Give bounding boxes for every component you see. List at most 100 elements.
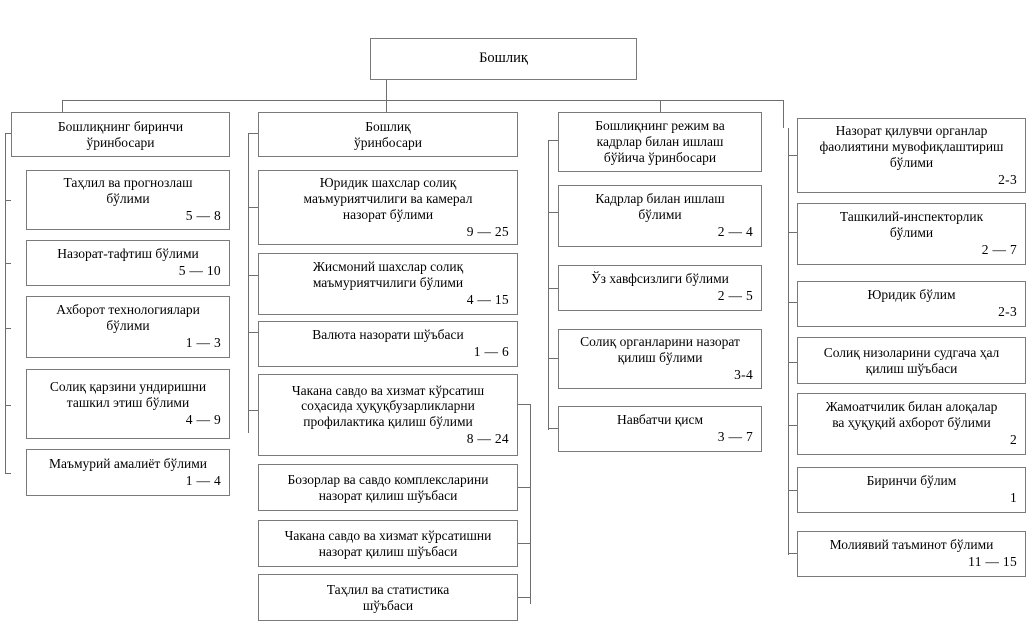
box-col2-item-2[interactable]: Валюта назорати шўъбаси 1 — 6 <box>258 321 518 367</box>
box-number: 2 <box>1009 432 1017 448</box>
connector-stub-col4-head <box>788 155 798 156</box>
box-col3-item-2[interactable]: Солиқ органларини назорат қилиш бўлими 3… <box>558 329 762 389</box>
connector-bus-drop-3 <box>660 100 661 112</box>
box-col1-item-3[interactable]: Солиқ қарзини ундиришни ташкил этиш бўли… <box>26 369 230 439</box>
box-col1-item-1[interactable]: Назорат-тафтиш бўлими 5 — 10 <box>26 240 230 286</box>
box-title: Бошлиқ <box>479 50 528 67</box>
box-number: 2 — 7 <box>981 242 1017 258</box>
connector-spine-col1 <box>5 133 6 473</box>
box-number: 5 — 10 <box>178 263 221 279</box>
box-title: Ташкилий-инспекторлик бўлими <box>839 209 984 241</box>
box-title: Назорат-тафтиш бўлими <box>57 246 199 262</box>
connector-stub-col4-6 <box>788 553 798 554</box>
connector-stub-col1-4 <box>5 405 11 406</box>
box-col2-item-3[interactable]: Чакана савдо ва хизмат кўрсатиш соҳасида… <box>258 374 518 456</box>
box-number: 5 — 8 <box>185 208 221 224</box>
box-title: Кадрлар билан ишлаш бўлими <box>595 191 725 223</box>
box-title: Биринчи бўлим <box>866 473 957 489</box>
box-col1-item-4[interactable]: Маъмурий амалиёт бўлими 1 — 4 <box>26 449 230 496</box>
box-title: Валюта назорати шўъбаси <box>312 327 464 343</box>
box-title: Бошлиқнинг режим ва кадрлар билан ишлаш … <box>595 118 725 165</box>
connector-bus-drop-1 <box>62 100 63 112</box>
box-col2-item-1[interactable]: Жисмоний шахслар солиқ маъмуриятчилиги б… <box>258 253 518 315</box>
box-col3-head[interactable]: Бошлиқнинг режим ва кадрлар билан ишлаш … <box>558 112 762 172</box>
connector-root-stem <box>386 80 387 100</box>
connector-stub-col2-r1 <box>518 487 531 488</box>
box-col2-item-5[interactable]: Чакана савдо ва хизмат кўрсатишни назора… <box>258 520 518 567</box>
box-title: Чакана савдо ва хизмат кўрсатиш соҳасида… <box>291 382 485 430</box>
box-col1-item-2[interactable]: Ахборот технологиялари бўлими 1 — 3 <box>26 296 230 358</box>
box-title: Жамоатчилик билан алоқалар ва ҳуқуқий ах… <box>825 399 998 431</box>
box-title: Бошлиқнинг биринчи ўринбосари <box>57 118 184 150</box>
connector-stub-col4-1 <box>788 232 798 233</box>
box-number: 1 — 3 <box>185 335 221 351</box>
box-col1-head[interactable]: Бошлиқнинг биринчи ўринбосари <box>11 112 230 157</box>
box-title: Бошлиқ ўринбосари <box>353 118 423 150</box>
box-title: Жисмоний шахслар солиқ маъмуриятчилиги б… <box>312 259 464 291</box>
connector-stub-col2-r2 <box>518 543 531 544</box>
connector-stub-col3-2 <box>548 288 558 289</box>
connector-stub-col2-r0 <box>518 404 531 405</box>
box-col2-head[interactable]: Бошлиқ ўринбосари <box>258 112 518 157</box>
box-col4-item-2[interactable]: Солиқ низоларини судгача ҳал қилиш шўъба… <box>797 337 1026 384</box>
box-col2-item-0[interactable]: Юридик шахслар солиқ маъмуриятчилиги ва … <box>258 170 518 245</box>
box-col3-item-3[interactable]: Навбатчи қисм 3 — 7 <box>558 406 762 452</box>
box-number: 3-4 <box>734 367 753 383</box>
box-col4-item-1[interactable]: Юридик бўлим 2-3 <box>797 281 1026 327</box>
box-title: Навбатчи қисм <box>616 412 704 428</box>
box-col4-item-0[interactable]: Ташкилий-инспекторлик бўлими 2 — 7 <box>797 203 1026 265</box>
box-title: Ахборот технологиялари бўлими <box>56 302 200 334</box>
box-title: Таҳлил ва прогнозлаш бўлими <box>63 175 193 207</box>
box-number: 11 — 15 <box>968 554 1017 570</box>
box-root-chief[interactable]: Бошлиқ <box>370 38 637 80</box>
box-title: Солиқ органларини назорат қилиш бўлими <box>580 334 740 366</box>
connector-stub-col4-5 <box>788 490 798 491</box>
box-number: 8 — 24 <box>466 431 509 447</box>
box-title: Ўз хавфсизлиги бўлими <box>591 271 729 287</box>
box-col2-item-6[interactable]: Таҳлил ва статистика шўъбаси <box>258 574 518 621</box>
connector-stub-col3-3 <box>548 358 558 359</box>
box-col1-item-0[interactable]: Таҳлил ва прогнозлаш бўлими 5 — 8 <box>26 170 230 230</box>
box-col4-item-3[interactable]: Жамоатчилик билан алоқалар ва ҳуқуқий ах… <box>797 393 1026 455</box>
box-number: 1 — 6 <box>473 344 509 360</box>
connector-stub-col1-5 <box>5 473 11 474</box>
connector-stub-col3-4 <box>548 428 558 429</box>
box-col4-head[interactable]: Назорат қилувчи органлар фаолиятини муво… <box>797 118 1026 193</box>
connector-stub-col2-head <box>248 133 258 134</box>
connector-stub-col1-head <box>5 133 11 134</box>
connector-stub-col2-2 <box>248 275 258 276</box>
connector-spine-col2-upper <box>248 133 249 433</box>
box-number: 2-3 <box>998 171 1017 187</box>
connector-stub-col1-3 <box>5 328 11 329</box>
box-title: Юридик бўлим <box>867 287 956 303</box>
connector-stub-col2-4 <box>248 410 258 411</box>
connector-spine-col2-lower <box>530 404 531 604</box>
box-title: Назорат қилувчи органлар фаолиятини муво… <box>819 123 1004 170</box>
connector-stub-col4-4 <box>788 425 798 426</box>
connector-stub-col4-3 <box>788 362 798 363</box>
box-col4-item-4[interactable]: Биринчи бўлим 1 <box>797 467 1026 513</box>
box-col4-item-5[interactable]: Молиявий таъминот бўлими 11 — 15 <box>797 531 1026 577</box>
box-number: 2-3 <box>998 304 1017 320</box>
connector-main-bus <box>62 100 784 101</box>
box-col3-item-0[interactable]: Кадрлар билан ишлаш бўлими 2 — 4 <box>558 185 762 247</box>
box-col3-item-1[interactable]: Ўз хавфсизлиги бўлими 2 — 5 <box>558 265 762 311</box>
connector-spine-col3 <box>548 140 549 430</box>
box-number: 2 — 5 <box>717 288 753 304</box>
connector-bus-drop-4 <box>783 100 784 128</box>
connector-stub-col1-2 <box>5 263 11 264</box>
box-col2-item-4[interactable]: Бозорлар ва савдо комплексларини назорат… <box>258 464 518 511</box>
box-title: Чакана савдо ва хизмат кўрсатишни назора… <box>284 527 492 559</box>
connector-spine-col4 <box>788 128 789 555</box>
box-number: 1 <box>1009 490 1017 506</box>
box-number: 4 — 9 <box>185 412 221 428</box>
connector-stub-col1-1 <box>5 200 11 201</box>
box-number: 2 — 4 <box>717 224 753 240</box>
box-title: Таҳлил ва статистика шўъбаси <box>326 581 450 613</box>
connector-stub-col2-1 <box>248 207 258 208</box>
box-title: Молиявий таъминот бўлими <box>829 537 994 553</box>
box-title: Солиқ қарзини ундиришни ташкил этиш бўли… <box>49 379 207 411</box>
connector-stub-col3-1 <box>548 212 558 213</box>
box-number: 1 — 4 <box>185 472 221 488</box>
